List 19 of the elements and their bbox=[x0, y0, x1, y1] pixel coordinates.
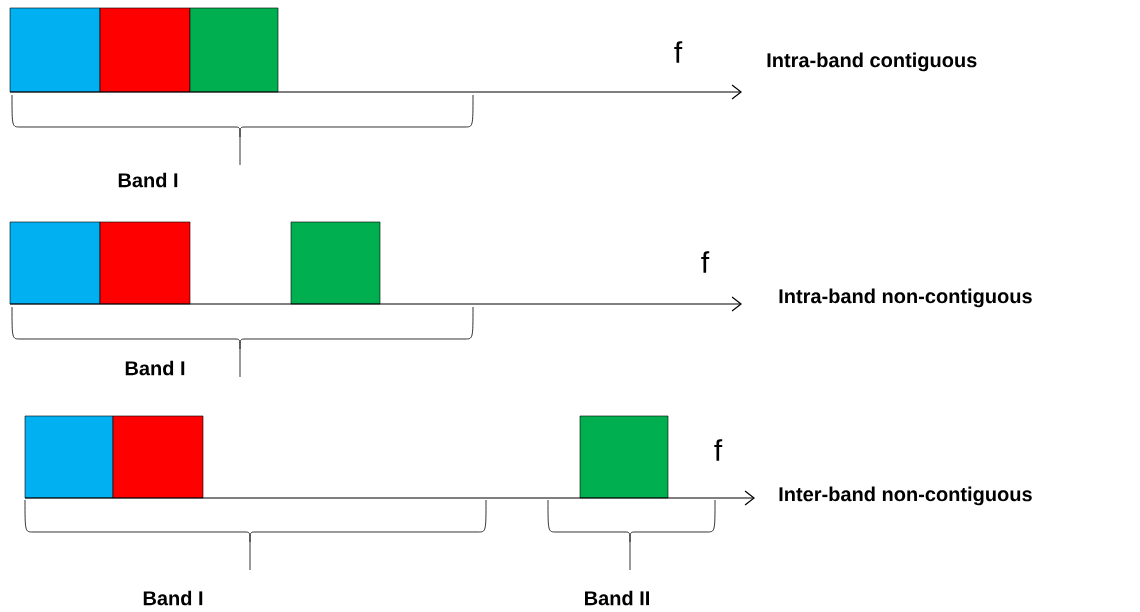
spectrum-block bbox=[112, 415, 204, 499]
spectrum-block bbox=[579, 415, 669, 499]
spectrum-block bbox=[9, 221, 101, 305]
axis-label: f bbox=[674, 41, 683, 63]
spectrum-block bbox=[290, 221, 381, 305]
spectrum-block bbox=[9, 7, 101, 93]
spectrum-block bbox=[99, 7, 191, 93]
axis-label: f bbox=[701, 251, 710, 273]
axis-label: f bbox=[714, 439, 723, 461]
band-label: Band I bbox=[125, 360, 185, 376]
band-label: Band II bbox=[585, 590, 649, 606]
spectrum-block bbox=[24, 415, 114, 499]
spectrum-block bbox=[99, 221, 191, 305]
row-title: Intra-band non-contiguous bbox=[779, 288, 1032, 308]
row-title: Intra-band contiguous bbox=[767, 52, 977, 72]
spectrum-block bbox=[189, 7, 279, 93]
band-label: Band I bbox=[143, 590, 203, 606]
band-label: Band I bbox=[118, 172, 178, 188]
row-title: Inter-band non-contiguous bbox=[779, 486, 1032, 506]
